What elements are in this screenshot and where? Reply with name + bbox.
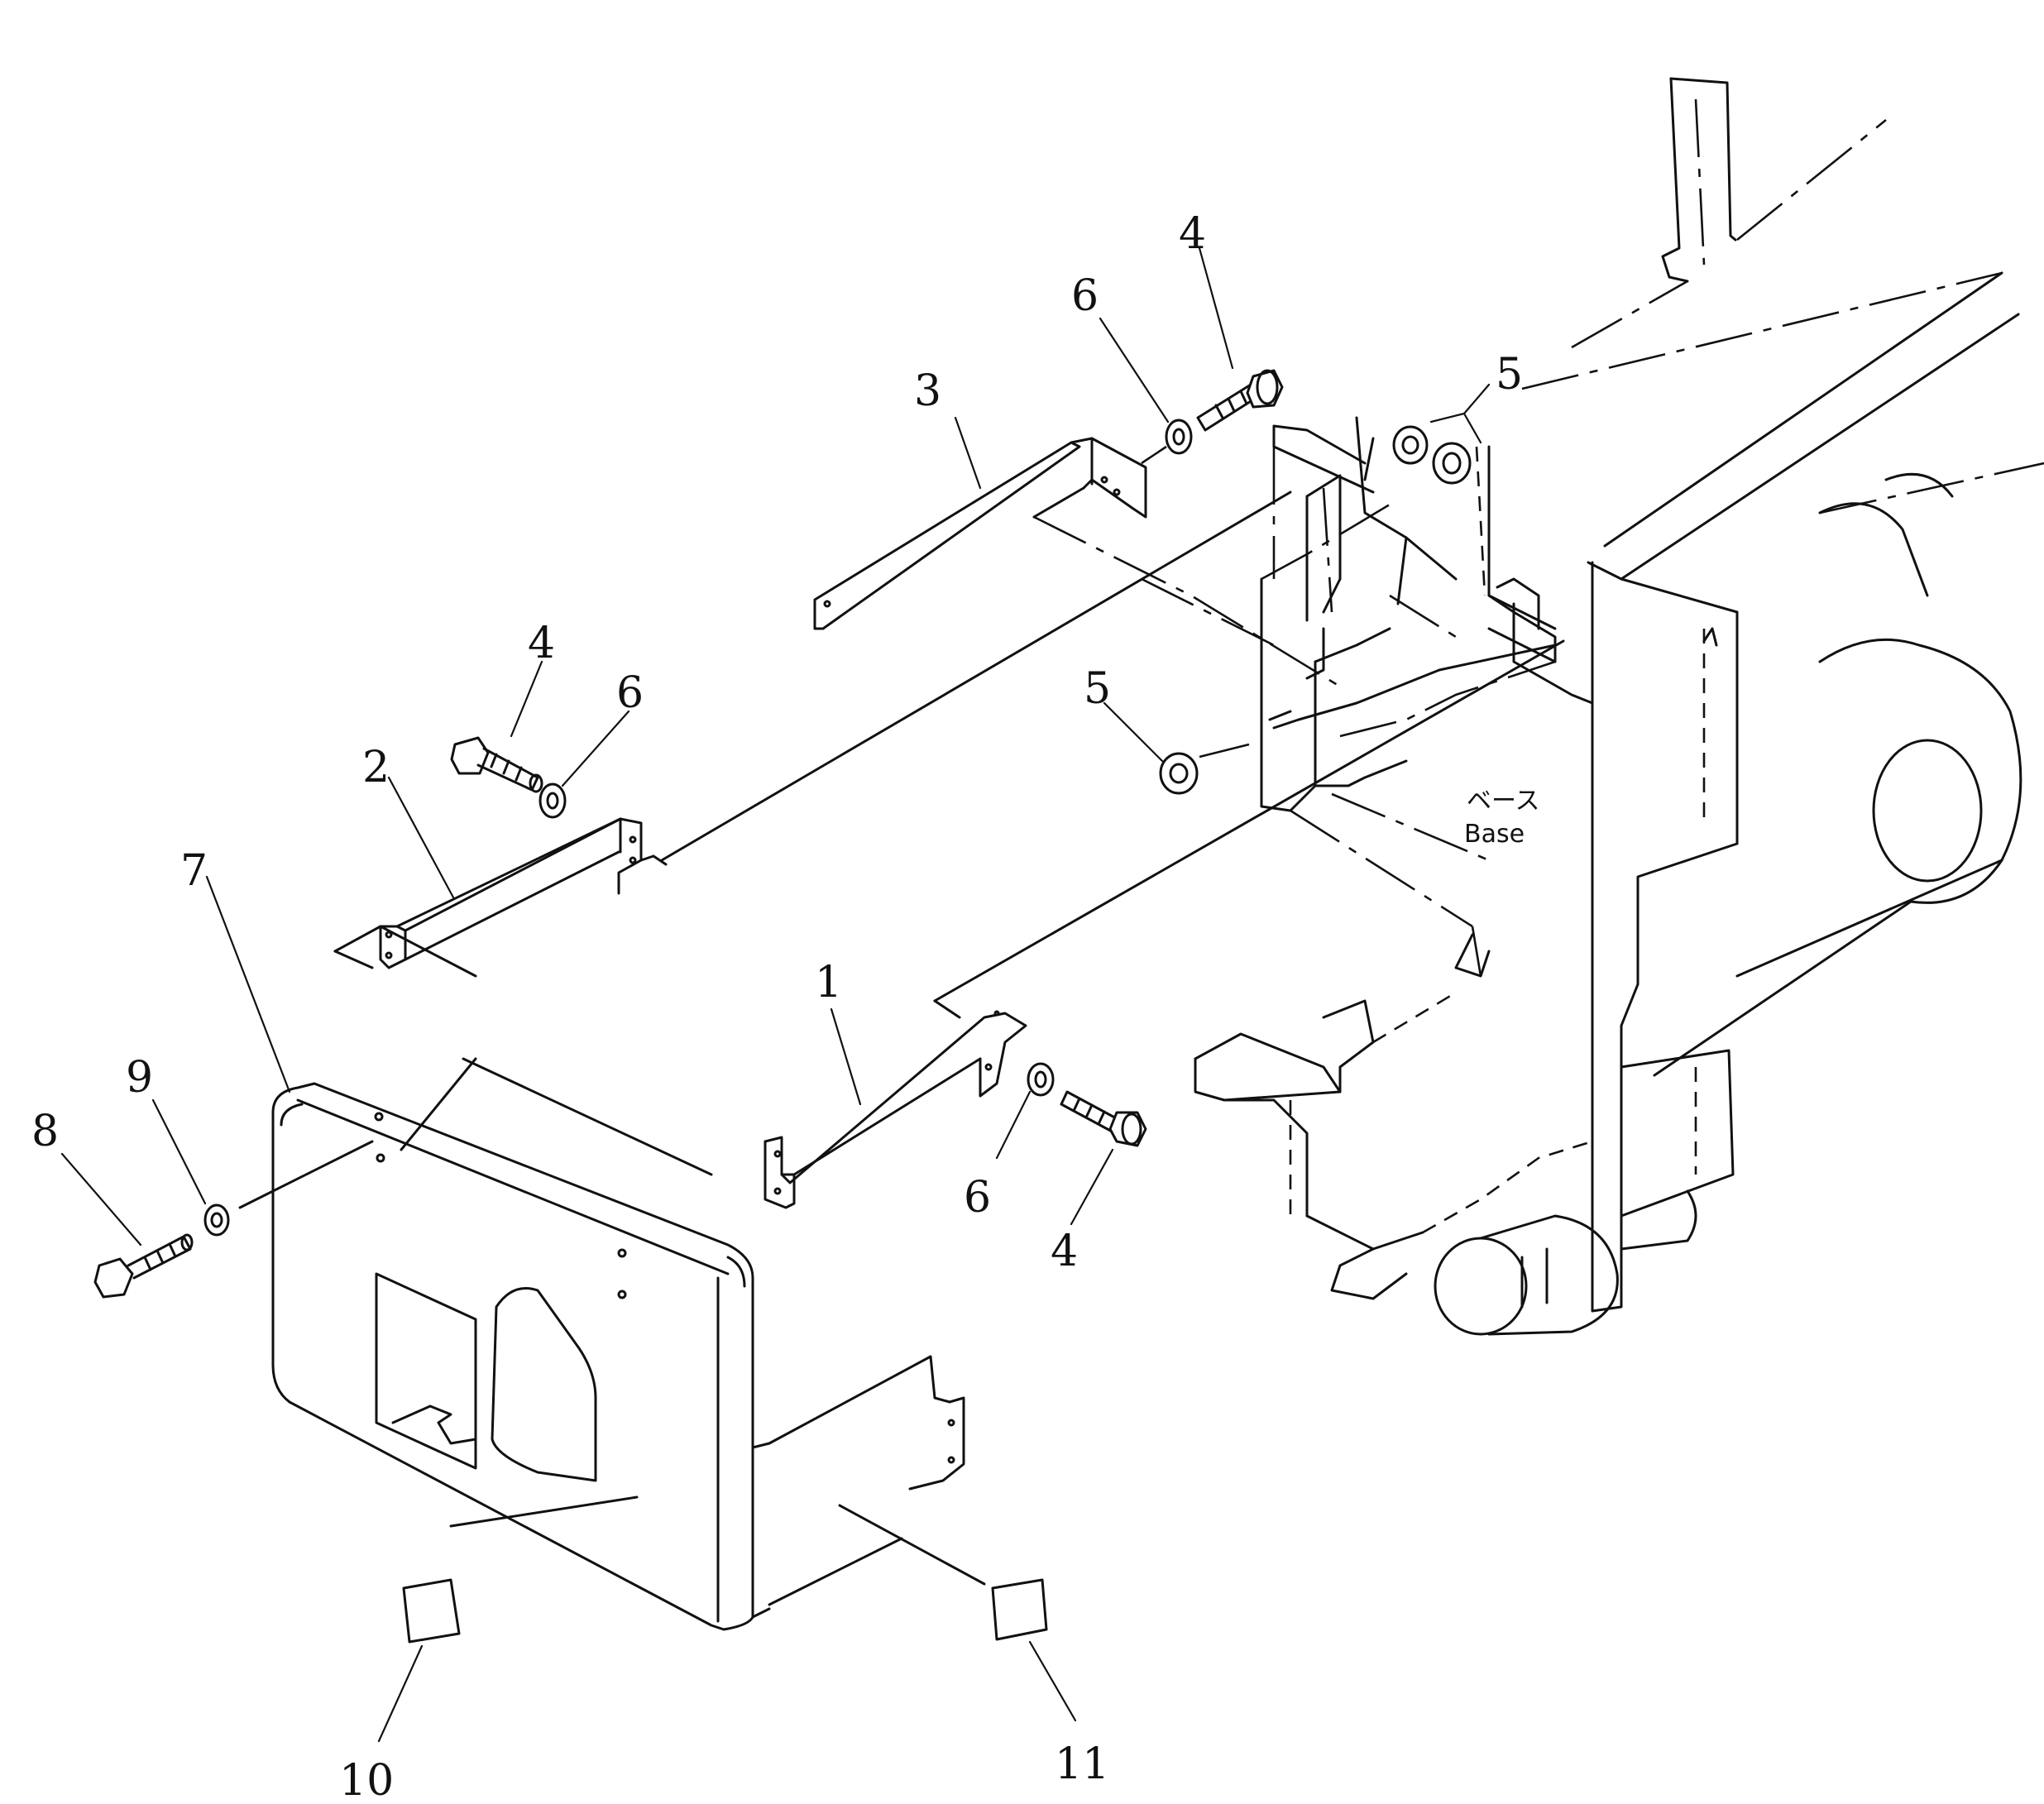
callout-8: 8 [31,1107,59,1156]
leader-lines [60,246,1491,1743]
callout-2: 2 [362,743,390,792]
washer-6-right [1027,1062,1055,1097]
base-label-ja: ベース [1467,787,1540,816]
base-frame [1194,77,2044,1336]
bolt-4-top [1196,369,1284,432]
base-label: ベース Base [1464,787,1540,849]
callout-7: 7 [180,846,208,896]
part-2-bracket [379,817,655,969]
callout-4-right: 4 [1051,1227,1078,1276]
callout-9: 9 [126,1053,153,1103]
assembly-guide-lines [333,490,1565,1019]
callout-11: 11 [1055,1739,1109,1789]
callout-10: 10 [339,1756,394,1804]
washer-6-top [1165,419,1193,455]
part-3-bracket [813,437,1147,630]
bolt-8 [93,1233,194,1299]
bolt-4-left [450,736,543,793]
callout-5-top: 5 [1496,350,1523,400]
callout-4-left: 4 [528,619,555,668]
part-1-bracket [764,1010,1027,1209]
label-10-plate [402,1578,461,1644]
label-11-plate [991,1578,1048,1641]
bolt-4-right [1060,1090,1147,1147]
fasteners [93,369,1472,1644]
nut-5-middle [1159,743,1250,795]
part-7-cover [271,1057,986,1631]
callout-6-top: 6 [1071,271,1099,321]
callout-1: 1 [815,958,842,1007]
nuts-5-top [1392,425,1472,485]
callout-6-left: 6 [616,668,644,718]
callout-numbers: 1 2 3 4 4 4 5 5 6 6 6 7 8 9 10 11 [31,209,1523,1804]
washer-6-left [539,782,567,819]
callout-3: 3 [914,366,941,416]
callout-4-top: 4 [1179,209,1206,259]
base-label-en: Base [1464,820,1525,849]
callout-6-right: 6 [964,1173,991,1223]
callout-5-middle: 5 [1084,664,1111,714]
washer-9 [203,1203,230,1237]
